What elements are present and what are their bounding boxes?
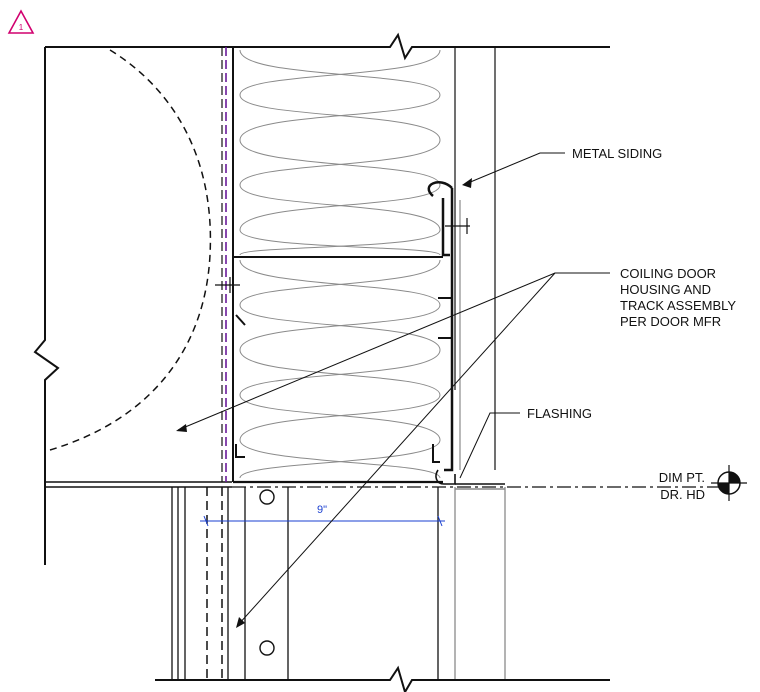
bottom-break-line	[155, 665, 610, 692]
left-jamb-outline	[33, 47, 60, 565]
dim-point-target-icon	[711, 465, 747, 501]
leader-lines	[177, 152, 610, 626]
dimension-label: 9"	[317, 504, 327, 516]
leader-arrow-siding	[462, 178, 472, 188]
batt-insulation	[239, 49, 441, 479]
label-coiling-door-2: HOUSING AND	[620, 282, 711, 297]
label-flashing: FLASHING	[527, 406, 592, 421]
label-coiling-door-4: PER DOOR MFR	[620, 314, 721, 329]
top-break-line	[45, 32, 610, 61]
lower-guide-members	[171, 487, 506, 680]
label-dr-hd: DR. HD	[660, 487, 705, 502]
guide-bolt-top	[259, 489, 275, 505]
label-dim-pt: DIM PT.	[659, 470, 705, 485]
dimension-9in	[200, 515, 445, 527]
leader-arrow-coil	[176, 424, 187, 432]
revision-number: 1	[19, 23, 24, 32]
label-coiling-door-3: TRACK ASSEMBLY	[620, 298, 736, 313]
leader-arrow-track	[236, 617, 245, 628]
coil-outline-dashed	[49, 49, 212, 451]
guide-bolt-bottom	[259, 640, 275, 656]
siding-hook	[427, 181, 454, 472]
label-metal-siding: METAL SIDING	[572, 146, 662, 161]
flashing-profile	[435, 469, 505, 490]
siding-panel	[454, 47, 496, 470]
label-coiling-door-1: COILING DOOR	[620, 266, 716, 281]
revision-delta-icon: 1	[7, 9, 35, 34]
z-clips	[235, 297, 452, 463]
